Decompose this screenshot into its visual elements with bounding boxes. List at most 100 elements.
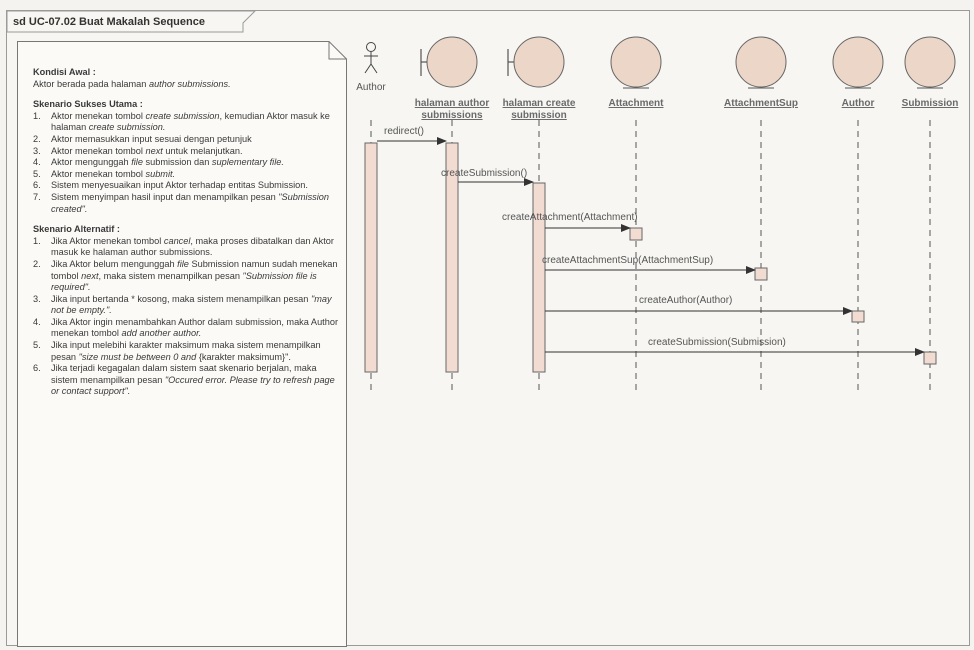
step-text: Jika input bertanda * kosong, maka siste…	[51, 293, 311, 304]
step-text: Aktor menekan tombol	[51, 168, 146, 179]
step-text: create submission.	[88, 122, 166, 133]
step-text: "may not be empty.".	[51, 293, 332, 316]
scenario-note: Kondisi Awal : Aktor berada pada halaman…	[17, 41, 347, 647]
lifeline-label: Author	[356, 82, 386, 93]
step-number: 7.	[33, 191, 41, 202]
precondition-heading: Kondisi Awal :	[33, 67, 96, 77]
precondition-text: Aktor berada pada halaman author submiss…	[33, 78, 231, 89]
step-number: 3.	[33, 145, 41, 156]
diagram-frame: sd UC-07.02 Buat Makalah Sequence Kondis…	[6, 10, 970, 647]
lifeline-author-entity: Author	[832, 36, 884, 392]
message-arrow: createAuthor(Author)	[545, 295, 853, 315]
main-scenario-step: 6.Sistem menyesuaikan input Aktor terhad…	[33, 180, 341, 192]
step-number: 2.	[33, 133, 41, 144]
step-text: , maka sistem menampilkan pesan	[98, 270, 243, 281]
activation-bar	[445, 142, 459, 373]
actor-head	[366, 42, 376, 52]
lifeline-label: submission	[511, 110, 567, 121]
step-text: "Occured error. Please try to refresh pa…	[51, 374, 335, 397]
actor-leg	[364, 63, 372, 74]
main-scenario-step: 3.Aktor menekan tombol next untuk melanj…	[33, 146, 341, 158]
title-tab-shape	[6, 10, 257, 33]
step-text: file	[177, 258, 189, 269]
alt-scenario-step: 3.Jika input bertanda * kosong, maka sis…	[33, 294, 341, 317]
entity-circle	[735, 36, 787, 88]
main-scenario-step: 1. Aktor menekan tombol create submission…	[33, 111, 341, 134]
message-label: createAttachment(Attachment)	[502, 212, 638, 223]
lifeline-label: submissions	[421, 110, 483, 121]
lifeline-attachment-sup: AttachmentSup	[724, 36, 798, 392]
message-label: createAuthor(Author)	[639, 295, 732, 306]
step-text: Jika Aktor belum mengunggah	[51, 258, 178, 269]
lifeline-label: Submission	[902, 98, 959, 109]
message-label: redirect()	[384, 126, 424, 137]
alt-scenario-heading: Skenario Alternatif :	[33, 224, 120, 235]
message-arrow: redirect()	[377, 126, 447, 145]
step-text: Aktor memasukkan input sesuai dengan pet…	[51, 133, 252, 144]
step-text: "Submission file is required".	[51, 270, 317, 293]
step-text: Jika Aktor menekan tombol	[51, 235, 164, 246]
step-text: Aktor mengunggah	[51, 157, 132, 168]
message-arrow: createAttachment(Attachment)	[502, 212, 638, 232]
step-text: Sistem menyimpan hasil input dan menampi…	[51, 191, 279, 202]
alt-scenario-step: 2. Jika Aktor belum mengunggah file Submi…	[33, 259, 341, 294]
step-number: 2.	[33, 258, 41, 269]
diagram-title: sd UC-07.02 Buat Makalah Sequence	[13, 16, 205, 28]
alt-scenario-step: 5.Jika input melebihi karakter maksimum …	[33, 340, 341, 363]
alt-scenario-step: 6. Jika terjadi kegagalan dalam sistem sa…	[33, 363, 341, 398]
activation-bar	[364, 142, 378, 373]
main-scenario-step: 7. Sistem menyimpan hasil input dan menam…	[33, 192, 341, 215]
step-text: create submission	[145, 110, 220, 121]
step-text: next	[145, 145, 163, 156]
activation-bar	[754, 267, 768, 281]
step-text: Jika terjadi kegagalan dalam sistem saat…	[51, 363, 317, 385]
lifeline-label: Attachment	[608, 98, 664, 109]
step-number: 6.	[33, 363, 41, 374]
alt-scenario-list: 1. Jika Aktor menekan tombol cancel , maka…	[33, 236, 341, 398]
step-text: Jika Aktor ingin menambahkan Author dala…	[51, 316, 339, 339]
step-text: Submission namun sudah menekan tombol	[51, 258, 338, 281]
entity-circle	[832, 36, 884, 88]
main-scenario-step: 2. Aktor memasukkan input sesuai dengan p…	[33, 134, 341, 146]
message-label: createAttachmentSup(AttachmentSup)	[542, 255, 713, 266]
message-label: createSubmission()	[441, 168, 527, 179]
step-text: next	[81, 270, 99, 281]
step-text: add another author.	[121, 328, 202, 339]
step-text: , kemudian Aktor masuk ke halaman	[51, 110, 330, 133]
entity-circle	[904, 36, 956, 88]
step-text: file	[131, 157, 143, 168]
step-number: 1.	[33, 235, 41, 246]
message-label: createSubmission(Submission)	[648, 337, 786, 348]
step-text: cancel	[163, 235, 191, 246]
step-number: 1.	[33, 110, 41, 121]
message-arrow: createSubmission()	[441, 168, 534, 186]
activation-bar	[923, 351, 937, 365]
main-scenario-step: 4. Aktor mengunggah file submission dan s…	[33, 157, 341, 169]
lifeline-label: Author	[842, 98, 875, 109]
alt-scenario-step: 4.Jika Aktor ingin menambahkan Author da…	[33, 317, 341, 340]
step-text: untuk melanjutkan.	[162, 145, 243, 156]
lifeline-label: halaman create	[503, 98, 576, 109]
step-number: 6.	[33, 180, 41, 191]
step-text: suplementary file.	[211, 157, 284, 168]
main-scenario-list: 1. Aktor menekan tombol create submission…	[33, 111, 341, 215]
step-text: submit.	[145, 168, 176, 179]
note-content: Kondisi Awal : Aktor berada pada halaman…	[33, 67, 341, 398]
activation-bar	[851, 310, 865, 323]
step-text: {karakter maksimum}".	[198, 351, 291, 362]
step-text: Aktor menekan tombol	[51, 110, 146, 121]
boundary-circle	[426, 36, 478, 88]
main-scenario-step: 5.Aktor menekan tombol submit.	[33, 169, 341, 181]
step-text: submission dan	[142, 157, 212, 168]
message-arrow: createAttachmentSup(AttachmentSup)	[542, 255, 756, 274]
note-shape	[17, 41, 347, 647]
activation-bar	[532, 182, 546, 373]
step-number: 4.	[33, 157, 41, 168]
lifeline-submission: Submission	[902, 36, 959, 392]
boundary-circle	[513, 36, 565, 88]
step-text: "Submission created".	[51, 191, 330, 214]
alt-scenario-step: 1.Jika Aktor menekan tombol cancel, maka…	[33, 236, 341, 259]
step-text: Jika input melebihi karakter maksimum ma…	[51, 340, 321, 362]
entity-circle	[610, 36, 662, 88]
